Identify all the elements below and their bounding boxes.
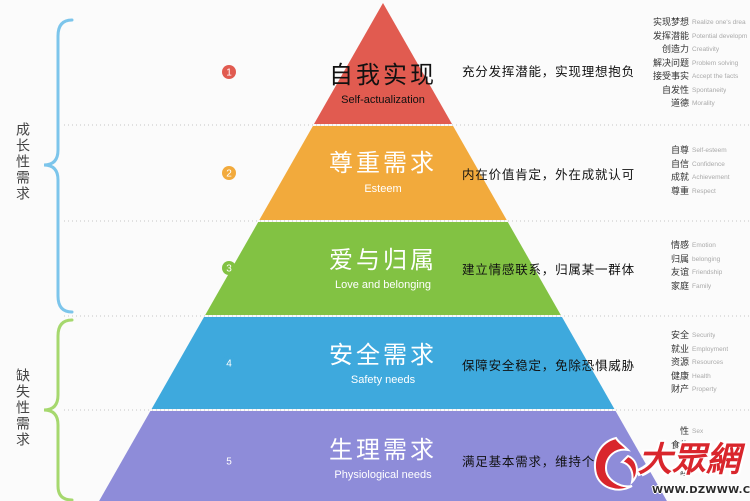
level-badge-3: 3 [222,261,236,275]
level-description: 内在价值肯定，外在成就认可 [462,167,635,182]
trait-label-zh: 解决问题 [652,58,689,69]
trait-label-zh: 自信 [670,159,689,170]
trait-label-zh: 家庭 [670,281,689,292]
pyramid-level-self-actualization [314,3,452,124]
level-title: 自我实现 [329,61,437,89]
level-subtitle: Safety needs [350,374,416,386]
badge-circle [222,454,236,468]
trait-label-en: Self-esteem [692,147,727,154]
trait-label-zh: 水 [679,454,689,464]
deficiency-needs-label: 缺失性需求 [14,368,30,448]
trait-label-zh: 友谊 [670,268,689,278]
badge-circle [222,166,236,180]
level-subtitle: Esteem [364,183,402,195]
watermark-logo-icon [594,436,638,491]
trait-label-en: Accept the facts [692,73,739,80]
trait-label-en: Property [692,386,717,393]
trait-label-en: Friendship [692,269,723,276]
watermark-brand: 大眾網 [638,440,740,480]
level-title: 生理需求 [329,436,437,464]
badge-number: 1 [226,68,232,79]
level-subtitle: Love and belonging [334,279,432,291]
badge-circle [222,356,236,370]
trait-label-en: Health [692,372,711,380]
trait-label-zh: 资源 [670,358,689,368]
trait-label-zh: 道德 [670,99,689,109]
level-badge-4: 4 [222,356,236,370]
level-title: 尊重需求 [329,149,437,177]
trait-label-en: Problem solving [692,59,739,67]
trait-label-en: Potential developm [692,32,748,40]
trait-label-en: Respect [692,187,716,195]
badge-number: 2 [226,169,232,180]
level-title: 安全需求 [329,341,437,369]
level-description: 满足基本需求，维持个 [462,454,596,469]
growth-needs-brace [43,18,74,314]
trait-label-en: Confidence [692,160,725,168]
badge-number: 3 [226,264,232,275]
trait-label-en: Emotion [692,242,716,249]
trait-label-zh: 性 [679,427,689,437]
trait-label-zh: 接受事实 [652,72,689,82]
badge-number: 5 [226,457,232,468]
trait-label-en: Security [692,332,716,339]
trait-label-en: Achievement [692,174,730,181]
trait-label-zh: 发挥潜能 [652,31,689,42]
level-subtitle: Physiological needs [334,469,432,481]
badge-circle [222,65,236,79]
level-badge-5: 5 [222,454,236,468]
trait-label-zh: 自尊 [670,146,689,156]
level-badge-2: 2 [222,166,236,180]
level-description: 保障安全稳定，免除恐惧威胁 [462,358,635,373]
trait-label-en: Sex [692,428,704,435]
trait-label-zh: 财产 [670,385,689,395]
level-title: 爱与归属 [329,246,437,274]
level-description: 建立情感联系，归属某一群体 [462,262,635,277]
watermark-url: WWW.DZWWW.COM [652,485,750,496]
trait-label-en: Family [692,282,712,290]
growth-needs-label: 成长性需求 [14,122,30,202]
trait-label-en: Morality [692,100,715,107]
trait-label-zh: 健康 [670,371,689,382]
badge-circle [222,261,236,275]
trait-label-en: belonging [692,255,721,263]
level-badge-1: 1 [222,65,236,79]
trait-label-zh: 就业 [670,344,689,355]
trait-label-zh: 安全 [670,331,689,341]
trait-label-zh: 创造力 [661,45,689,55]
trait-label-zh: 情感 [670,241,689,251]
trait-label-en: Employment [692,345,729,353]
trait-label-en: Creativity [692,46,720,53]
pyramid-level-physiological [99,411,667,501]
trait-label-zh: 睡 [679,467,689,478]
deficiency-needs-brace [43,318,74,501]
trait-label-en: Spontaneity [692,86,727,94]
level-subtitle: Self-actualization [341,94,425,106]
trait-label-en: Realize one's drea [692,19,746,26]
pyramid-level-esteem [259,126,507,220]
badge-number: 4 [226,359,232,370]
trait-label-en: Resources [692,359,724,366]
level-description: 充分发挥潜能，实现理想抱负 [462,64,635,79]
pyramid-level-safety [151,317,615,409]
trait-label-zh: 成就 [670,173,689,183]
pyramid-level-love-belonging [205,222,561,315]
trait-label-zh: 尊重 [670,186,689,197]
trait-label-zh: 实现梦想 [652,18,689,28]
trait-label-zh: 归属 [670,254,689,265]
trait-label-zh: 自发性 [661,85,689,96]
trait-label-zh: 食物 [670,440,689,451]
